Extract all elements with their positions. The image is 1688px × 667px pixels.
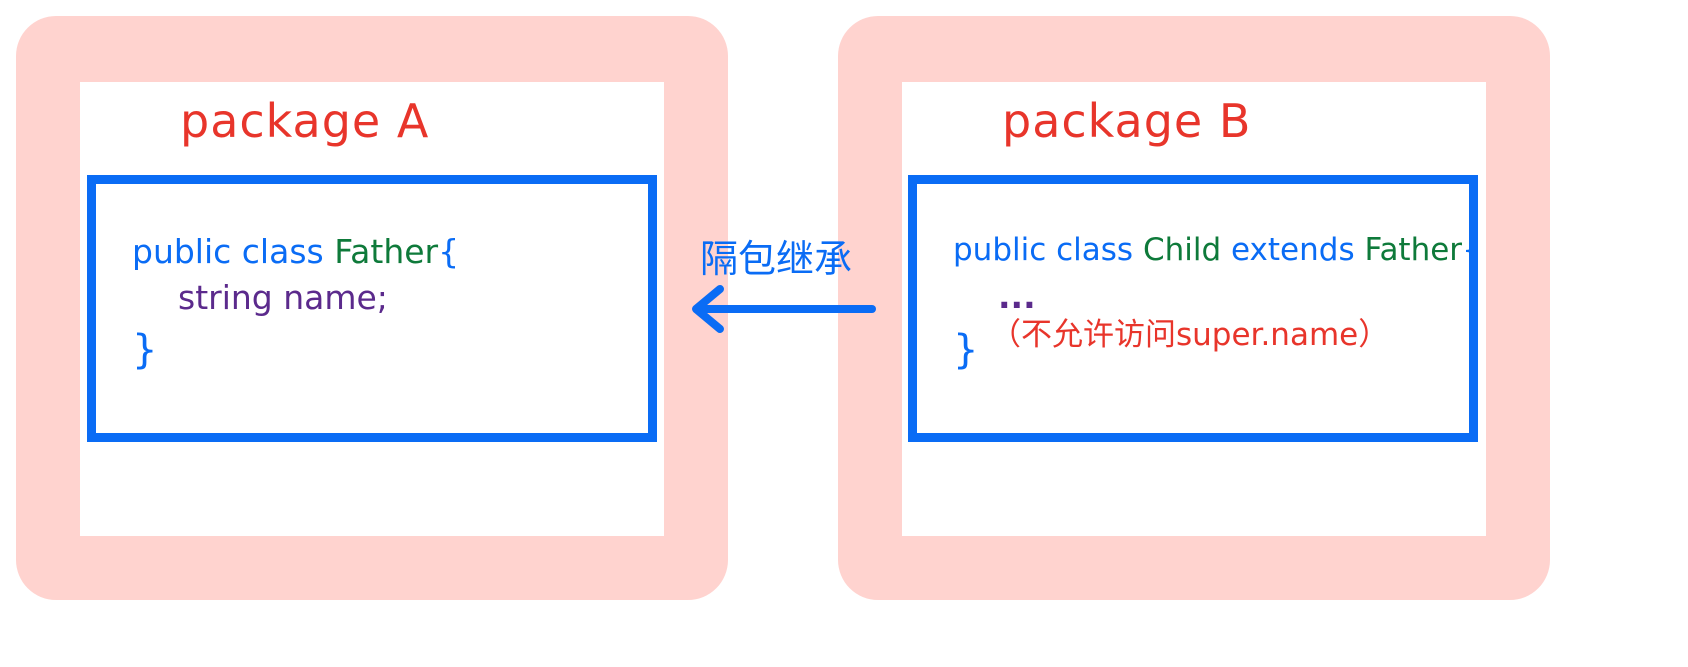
father-class-box: [87, 175, 657, 442]
father-class-name: Father: [334, 232, 439, 271]
package-a-label: package A: [180, 94, 430, 148]
child-extends-keyword: extends: [1231, 232, 1355, 268]
father-declaration-keywords: public class: [132, 232, 324, 271]
father-class-declaration: public class Father{: [132, 235, 459, 268]
father-open-brace: {: [438, 232, 460, 271]
cross-package-inheritance-label: 隔包继承: [700, 237, 853, 281]
child-class-declaration: public class Child extends Father{: [953, 235, 1482, 266]
father-field-declaration: string name;: [178, 278, 388, 317]
package-b-label: package B: [1002, 94, 1252, 148]
child-access-note: （不允许访问super.name）: [990, 317, 1390, 353]
child-closing-brace: }: [953, 327, 979, 373]
child-parent-class-name: Father: [1364, 232, 1463, 268]
inheritance-arrow: [692, 285, 876, 333]
child-class-box: [908, 175, 1478, 442]
child-open-brace: {: [1462, 232, 1482, 268]
child-ellipsis: ...: [998, 277, 1036, 316]
child-class-name: Child: [1142, 232, 1222, 268]
father-closing-brace: }: [132, 327, 158, 373]
child-declaration-keywords: public class: [953, 232, 1134, 268]
inheritance-arrow-head: [692, 285, 724, 333]
